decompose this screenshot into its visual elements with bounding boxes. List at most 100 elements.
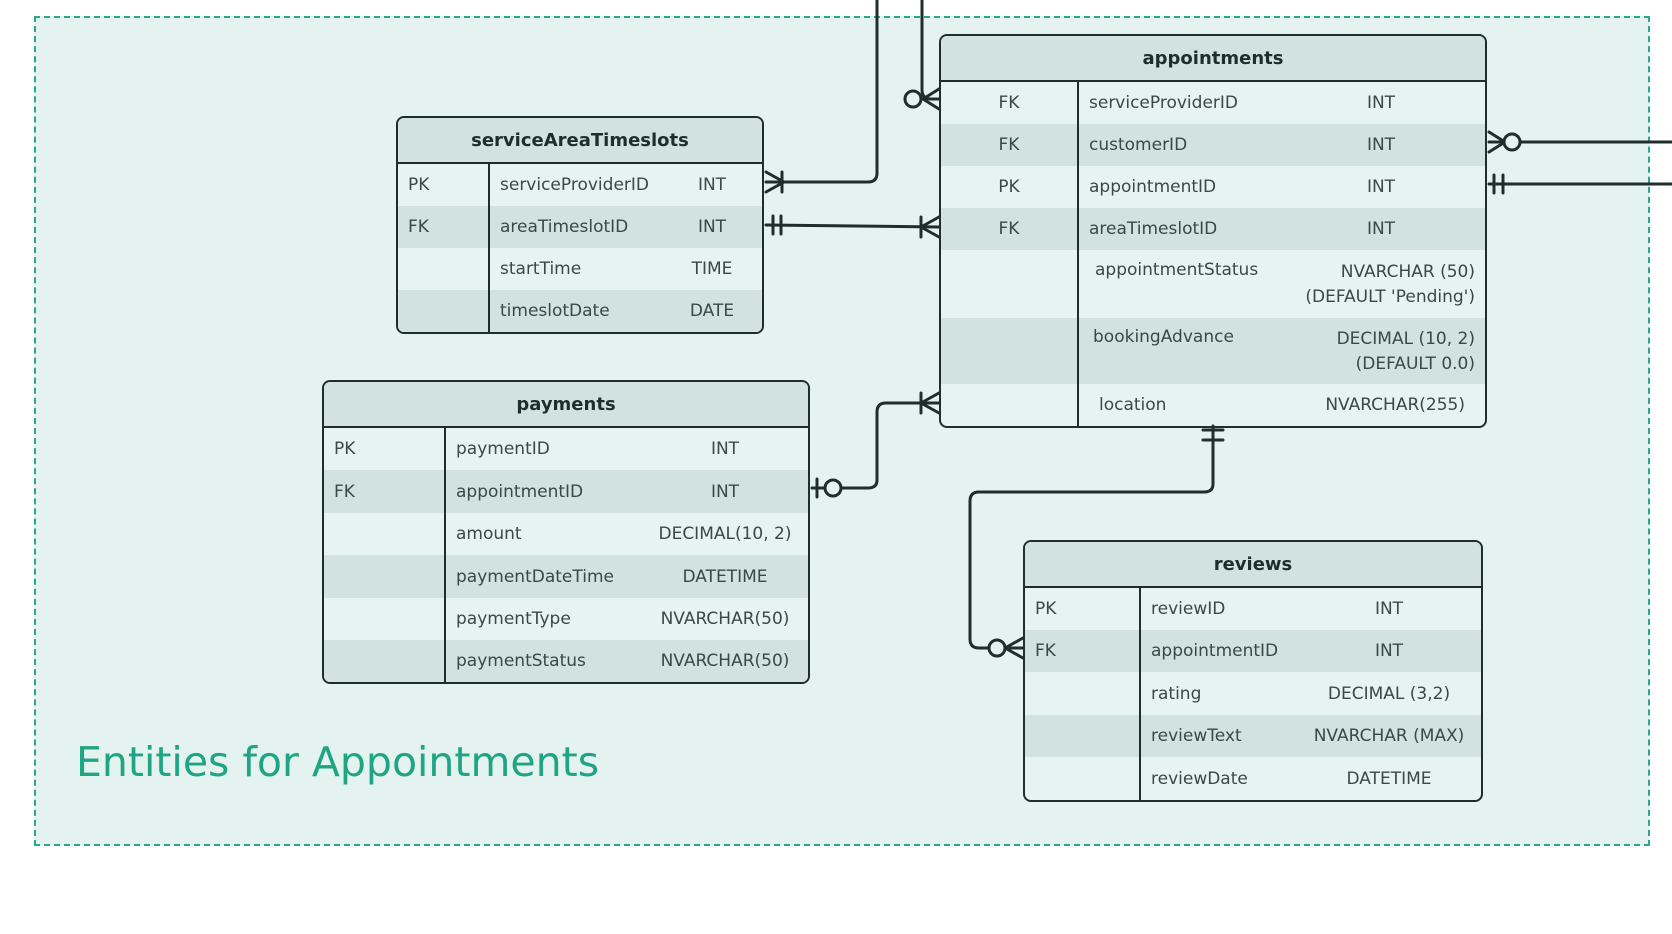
field-name: serviceProviderID: [1089, 93, 1238, 113]
key-cell: [324, 555, 446, 598]
table-row[interactable]: PK serviceProviderID INT: [398, 164, 762, 206]
key-cell: FK: [941, 208, 1079, 250]
table-row[interactable]: rating DECIMAL (3,2): [1025, 672, 1481, 715]
field-type: DECIMAL (10, 2) (DEFAULT 0.0): [1269, 318, 1485, 384]
table-row[interactable]: paymentType NVARCHAR(50): [324, 598, 808, 640]
field-name: paymentStatus: [456, 651, 586, 671]
connector-timeslot-appointments[interactable]: [764, 214, 941, 239]
connector-timeslots-provider[interactable]: [764, 0, 879, 194]
table-row[interactable]: PK reviewID INT: [1025, 588, 1481, 630]
field-name: bookingAdvance: [1093, 327, 1234, 347]
connector-appointments-reviews[interactable]: [968, 424, 1225, 660]
field-type: INT: [1366, 219, 1396, 239]
field-type: DATE: [689, 301, 735, 321]
key-cell: [398, 248, 490, 290]
table-header: serviceAreaTimeslots: [398, 118, 762, 164]
field-name: areaTimeslotID: [500, 217, 629, 237]
field-type: INT: [1374, 599, 1404, 619]
field-type-line: DECIMAL (10, 2): [1336, 329, 1475, 349]
table-row[interactable]: PK paymentID INT: [324, 428, 808, 470]
field-name: location: [1099, 395, 1167, 415]
field-name: reviewDate: [1151, 768, 1248, 789]
field-name: appointmentStatus: [1095, 260, 1259, 280]
field-type: DECIMAL (3,2): [1327, 683, 1451, 704]
table-row[interactable]: FK customerID INT: [941, 124, 1485, 166]
key-cell: [398, 290, 490, 332]
field-type-default: (DEFAULT 'Pending'): [1305, 287, 1475, 307]
table-header: appointments: [941, 36, 1485, 82]
key-cell: FK: [941, 82, 1079, 124]
key-cell: FK: [941, 124, 1079, 166]
connector-appointments-right[interactable]: [1487, 173, 1672, 195]
field-type: DECIMAL(10, 2): [658, 524, 792, 544]
table-appointments[interactable]: appointments FK serviceProviderID INT FK…: [939, 34, 1487, 428]
table-reviews[interactable]: reviews PK reviewID INT FK appointmentID…: [1023, 540, 1483, 802]
field-type: NVARCHAR (50) (DEFAULT 'Pending'): [1269, 250, 1485, 318]
table-row[interactable]: FK areaTimeslotID INT: [941, 208, 1485, 250]
key-cell: [324, 598, 446, 640]
field-name: rating: [1151, 683, 1202, 704]
table-row[interactable]: FK serviceProviderID INT: [941, 82, 1485, 124]
key-cell: [941, 384, 1079, 426]
table-row[interactable]: timeslotDate DATE: [398, 290, 762, 332]
field-type: NVARCHAR(50): [660, 609, 790, 629]
key-cell: FK: [1025, 630, 1141, 672]
field-type: INT: [710, 439, 740, 459]
table-row[interactable]: bookingAdvance DECIMAL (10, 2) (DEFAULT …: [941, 318, 1485, 384]
key-cell: [324, 513, 446, 555]
key-cell: [1025, 672, 1141, 715]
table-row[interactable]: paymentDateTime DATETIME: [324, 555, 808, 598]
field-name: appointmentID: [1151, 641, 1279, 661]
table-row[interactable]: reviewText NVARCHAR (MAX): [1025, 715, 1481, 757]
key-cell: [324, 640, 446, 682]
table-row[interactable]: location NVARCHAR(255): [941, 384, 1485, 426]
table-serviceAreaTimeslots[interactable]: serviceAreaTimeslots PK serviceProviderI…: [396, 116, 764, 334]
field-name: timeslotDate: [500, 301, 610, 321]
key-cell: PK: [941, 166, 1079, 208]
table-row[interactable]: appointmentStatus NVARCHAR (50) (DEFAULT…: [941, 250, 1485, 318]
field-name: paymentID: [456, 439, 550, 459]
table-row[interactable]: paymentStatus NVARCHAR(50): [324, 640, 808, 682]
field-name: reviewID: [1151, 599, 1226, 619]
field-name: customerID: [1089, 135, 1188, 155]
connector-appointments-provider[interactable]: [903, 0, 941, 111]
field-type: NVARCHAR (MAX): [1313, 726, 1465, 746]
key-cell: [941, 250, 1079, 318]
key-cell: FK: [398, 206, 490, 248]
field-type: INT: [697, 217, 727, 237]
field-type: NVARCHAR(255): [1325, 395, 1465, 415]
field-type: INT: [1366, 177, 1396, 197]
key-cell: PK: [1025, 588, 1141, 630]
field-name: paymentType: [456, 609, 571, 629]
field-type-line: NVARCHAR (50): [1340, 262, 1475, 282]
field-type: INT: [1366, 135, 1396, 155]
connector-appointments-payments[interactable]: [810, 391, 941, 499]
table-row[interactable]: amount DECIMAL(10, 2): [324, 513, 808, 555]
field-type: NVARCHAR(50): [660, 651, 790, 671]
field-type: INT: [710, 481, 740, 502]
table-header: payments: [324, 382, 808, 428]
field-type-default: (DEFAULT 0.0): [1355, 354, 1475, 374]
table-row[interactable]: startTime TIME: [398, 248, 762, 290]
field-type: DATETIME: [1346, 768, 1432, 789]
table-header: reviews: [1025, 542, 1481, 588]
field-type: TIME: [691, 259, 733, 279]
field-type: INT: [1366, 93, 1396, 113]
key-cell: [941, 318, 1079, 384]
table-row[interactable]: FK appointmentID INT: [324, 470, 808, 513]
table-payments[interactable]: payments PK paymentID INT FK appointment…: [322, 380, 810, 684]
group-title: Entities for Appointments: [76, 738, 600, 786]
field-name: serviceProviderID: [500, 175, 649, 195]
field-type: INT: [1374, 641, 1404, 661]
connector-appointments-customer[interactable]: [1487, 130, 1672, 154]
table-row[interactable]: reviewDate DATETIME: [1025, 757, 1481, 800]
key-cell: FK: [324, 470, 446, 513]
table-row[interactable]: FK appointmentID INT: [1025, 630, 1481, 672]
field-name: appointmentID: [1089, 177, 1217, 197]
key-cell: [1025, 715, 1141, 757]
table-row[interactable]: PK appointmentID INT: [941, 166, 1485, 208]
field-name: appointmentID: [456, 481, 584, 502]
table-row[interactable]: FK areaTimeslotID INT: [398, 206, 762, 248]
